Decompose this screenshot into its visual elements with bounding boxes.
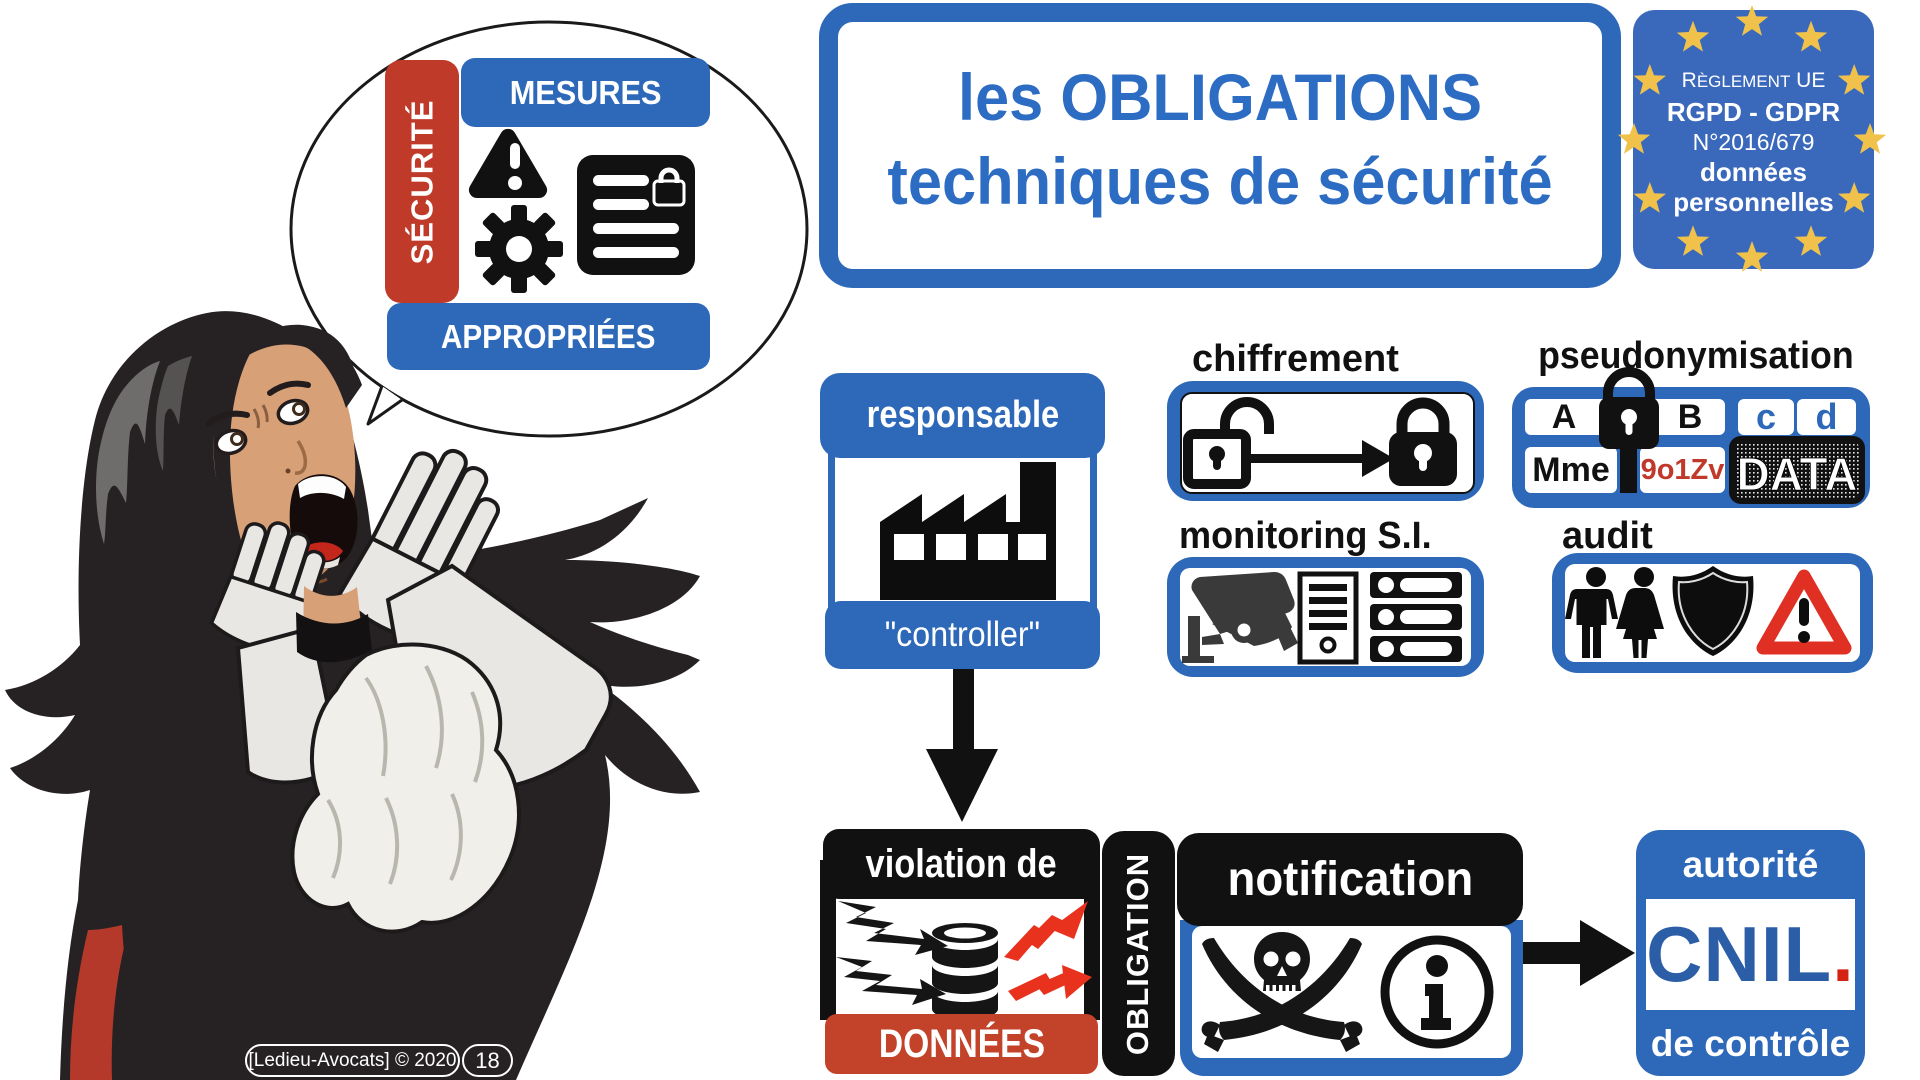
svg-text:DATA: DATA xyxy=(1737,448,1858,500)
